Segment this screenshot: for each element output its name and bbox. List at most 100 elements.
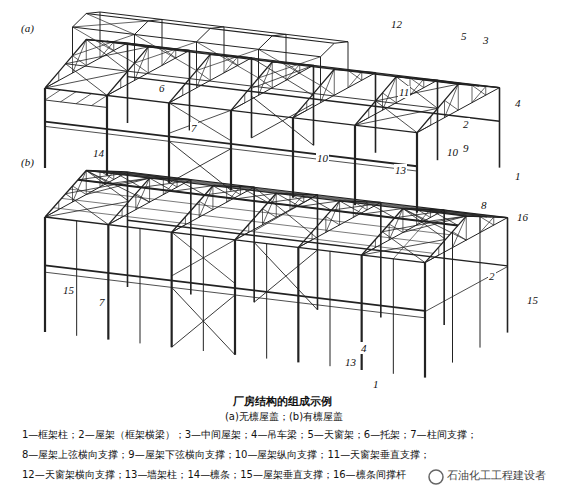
frame-column [424,263,426,378]
skylight-frame [286,34,287,63]
wall-column [266,244,267,359]
truss-web [445,100,459,110]
truss-web [368,109,369,118]
frame-column [44,217,46,332]
callout-number: 10 [446,146,459,158]
roof-bracing [128,43,169,49]
truss-web [453,216,467,248]
truss-web [107,88,121,96]
wall-column [393,259,394,374]
truss-web [199,186,213,218]
crane-beam [425,267,508,312]
frame-column [127,43,129,123]
purlin [53,208,433,254]
truss-web [197,54,211,87]
roof-truss [355,77,438,126]
skylight-bracing [86,14,134,35]
callout-number: 11 [398,86,410,98]
crane-beam [45,122,417,167]
truss-web [244,94,245,103]
roof-truss [45,40,128,89]
truss-web [493,217,494,225]
callout-number: 2 [488,270,496,282]
wall-column [203,236,204,351]
truss-web [58,72,59,81]
truss-web [120,79,121,88]
frame-column [507,218,509,333]
skylight-frame [72,27,73,56]
truss-web [438,247,439,255]
callout-number: 10 [316,152,329,164]
purlin [70,189,450,235]
truss-web [231,103,245,111]
truss-web [197,71,211,81]
frame-column [375,73,377,153]
roof-panel-joint [66,64,438,109]
frame-column [230,110,232,190]
truss-web [334,69,335,95]
sub-truss [76,94,92,104]
truss-web [108,217,122,225]
roof-bracing [376,101,417,133]
truss-web [396,77,397,103]
truss-web [210,54,211,80]
callout-number: 12 [390,18,403,30]
skylight-frame [86,14,334,44]
truss-web [480,217,494,226]
skylight-frame [321,42,349,57]
callout-number: 6 [158,82,166,94]
callout-number: 3 [482,34,490,46]
purlin [78,180,458,226]
truss-web [472,86,486,102]
purlin-strut [418,222,426,231]
truss-web [73,40,87,74]
frame-column [499,88,501,168]
skylight-vertical-bracing [73,27,135,63]
caption-line: 石油化工工程建设者 [447,470,546,482]
callout-number: (a) [20,22,35,34]
eave-beam [45,88,417,133]
skylight-vertical-bracing [197,42,259,78]
wall-column [330,251,331,366]
truss-web [73,171,87,203]
truss-web [136,178,150,210]
crane-beam [45,265,425,311]
callout-number: (b) [20,156,35,168]
skylight-frame [100,12,101,41]
truss-web [430,116,431,125]
callout-number: 4 [514,97,522,109]
truss-web [326,201,340,233]
longitudinal-bracing [78,180,458,226]
truss-web [353,201,354,217]
truss-web [321,69,335,103]
purlin-strut [402,240,410,249]
truss-web [480,217,494,233]
truss-vertical-bracing [86,171,149,203]
frame-column [380,202,382,317]
callout-number: 1 [372,378,380,390]
truss-web [169,95,183,103]
purlin-strut [410,231,418,240]
crane-beam [128,77,500,122]
skylight-frame [100,12,348,42]
callout-number: 16 [516,211,529,223]
skylight-vertical-bracing [259,49,321,85]
truss-web [290,194,291,210]
frame-column [317,195,319,310]
skylight-frame [348,42,349,71]
skylight-frame [196,42,197,71]
truss-web [416,209,417,225]
truss-web [86,40,87,66]
callout-number: 7 [98,296,106,308]
truss-web [135,47,149,81]
frame-column [127,172,129,287]
column-bracing [254,242,317,309]
truss-web [485,86,486,95]
truss-web [259,62,273,96]
purlin [62,198,442,244]
figure-caption: 厂房结构的组成示例 [0,394,564,409]
truss-web [458,84,459,110]
roof-bracing [417,78,500,87]
frame-column [313,65,315,145]
